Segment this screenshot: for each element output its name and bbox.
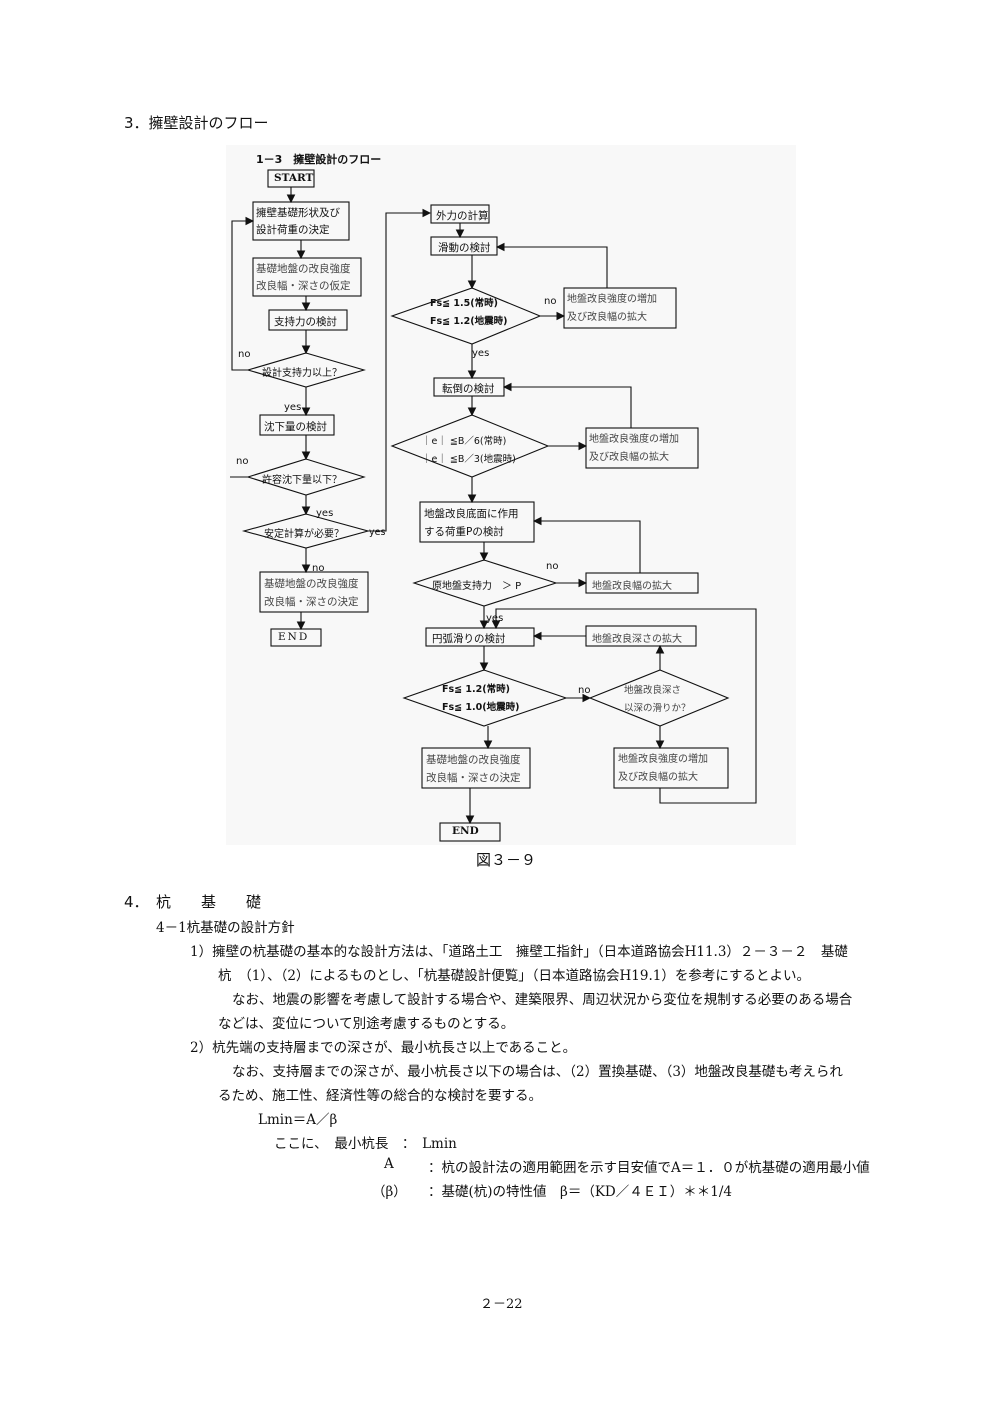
- para1-line3: なお、地震の影響を考慮して設計する場合や、建築限界、周辺状況から変位を規制する必…: [232, 992, 853, 1008]
- settlement-decision-label: 許容沈下量以下？: [262, 475, 342, 486]
- yes-label-3: yes: [369, 527, 386, 538]
- no-label-2: no: [236, 456, 249, 467]
- para1-line2: 杭 （1）、（2）によるものとし、「杭基礎設計便覧」（日本道路協会H19.1）を…: [218, 968, 810, 984]
- width-expansion-label: 地盤改良幅の拡大: [592, 581, 672, 592]
- definition-a-symbol: A: [384, 1156, 394, 1172]
- definition-intro: ここに、 最小杭長 ： Lmin: [274, 1136, 457, 1152]
- sliding-remedy-box: [563, 287, 677, 329]
- end-label-left: END: [278, 631, 310, 643]
- figure-inner-title: 1－3 擁壁設計のフロー: [256, 153, 382, 166]
- definition-beta-symbol: （β）: [372, 1184, 407, 1200]
- stability-decision-label: 安定計算が必要？: [264, 529, 344, 540]
- overturning-decision-label: ｜e｜ ≦B／6(常時)｜e｜ ≦B／3(地震時): [422, 436, 516, 465]
- depth-expansion-label: 地盤改良深さの拡大: [592, 634, 682, 645]
- overturning-check-label: 転倒の検討: [442, 383, 495, 395]
- slip-no-label: no: [578, 685, 591, 696]
- bearing-p-decision-label: 原地盤支持力 ＞ P: [432, 581, 522, 592]
- slip-decision-diamond: [402, 669, 568, 727]
- section4-title: 4． 杭 基 礎: [124, 893, 262, 911]
- overturning-remedy-label: 地盤改良強度の増加及び改良幅の拡大: [589, 434, 679, 463]
- bearing-check-label: 支持力の検討: [274, 316, 337, 328]
- deep-slip-remedy-label: 地盤改良強度の増加及び改良幅の拡大: [618, 754, 708, 783]
- bearing-p-yes-label: yes: [486, 613, 504, 624]
- para1-line1: 1）擁壁の杭基礎の基本的な設計方法は、「道路土工 擁壁工指針」（日本道路協会H1…: [190, 944, 848, 960]
- load-p-label: 地盤改良底面に作用する荷重Pの検討: [424, 508, 519, 538]
- external-force-label: 外力の計算: [436, 210, 489, 222]
- sliding-yes-label: yes: [472, 348, 490, 359]
- sliding-no-label: no: [544, 296, 557, 307]
- final-improvement-label-right: 基礎地盤の改良強度改良幅・深さの決定: [426, 754, 521, 784]
- circular-slip-label: 円弧滑りの検討: [432, 633, 506, 645]
- final-improvement-box-right: [421, 747, 531, 789]
- settlement-check-label: 沈下量の検討: [264, 421, 327, 433]
- definition-a-text: ：杭の設計法の適用範囲を示す目安値でA＝１．０が杭基礎の適用最小値: [428, 1160, 870, 1176]
- settlement-check-box: [259, 414, 335, 436]
- para2-line3: るため、施工性、経済性等の総合的な検討を要する。: [218, 1088, 542, 1104]
- no-label-3: no: [312, 563, 325, 574]
- deep-slip-remedy-box: [613, 747, 729, 789]
- formula: Lmin＝A／β: [258, 1112, 338, 1128]
- design-load-label: 擁壁基礎形状及び設計荷重の決定: [256, 207, 340, 236]
- sliding-remedy-label: 地盤改良強度の増加及び改良幅の拡大: [567, 294, 657, 323]
- flowchart-svg: [230, 169, 757, 842]
- no-label-1: no: [238, 349, 251, 360]
- final-improvement-box-left: [259, 571, 369, 613]
- sliding-check-label: 滑動の検討: [438, 242, 491, 254]
- deep-slip-decision-label: 地盤改良深さ以深の滑りか？: [624, 685, 691, 714]
- assumed-improvement-label: 基礎地盤の改良強度改良幅・深さの仮定: [256, 263, 351, 292]
- page-number: ２－22: [480, 1297, 523, 1312]
- end-label-right: END: [452, 825, 479, 837]
- sliding-decision-label: Fs≦ 1.5(常時)Fs≦ 1.2(地震時): [430, 298, 508, 327]
- para1-line4: などは、変位について別途考慮するものとする。: [218, 1016, 515, 1032]
- yes-label-2: yes: [316, 508, 334, 519]
- figure-caption: 図３－９: [476, 851, 537, 869]
- para2-line2: なお、支持層までの深さが、最小杭長さ以下の場合は、（2）置換基礎、（3）地盤改良…: [232, 1064, 843, 1080]
- flowchart-figure: 1－3 擁壁設計のフロー START 擁壁基礎形状及び設計荷重の決定 基礎地盤の…: [226, 145, 796, 845]
- section3-title: 3．擁壁設計のフロー: [124, 114, 269, 132]
- para2-line1: 2）杭先端の支持層までの深さが、最小杭長さ以上であること。: [190, 1040, 577, 1056]
- subsection-title: 4－1杭基礎の設計方針: [156, 920, 295, 936]
- bearing-decision-label: 設計支持力以上？: [262, 368, 342, 379]
- start-label: START: [274, 172, 314, 184]
- assumed-improvement-box: [252, 257, 362, 297]
- final-improvement-label-left: 基礎地盤の改良強度改良幅・深さの決定: [264, 578, 359, 608]
- bearing-p-no-label: no: [546, 561, 559, 572]
- definition-beta-text: ：基礎(杭)の特性値 β＝（KD／４ＥＩ）＊＊1/4: [428, 1184, 732, 1200]
- end-box-left: [270, 628, 322, 647]
- yes-label-1: yes: [284, 402, 302, 413]
- slip-decision-label: Fs≦ 1.2(常時)Fs≦ 1.0(地震時): [442, 684, 520, 713]
